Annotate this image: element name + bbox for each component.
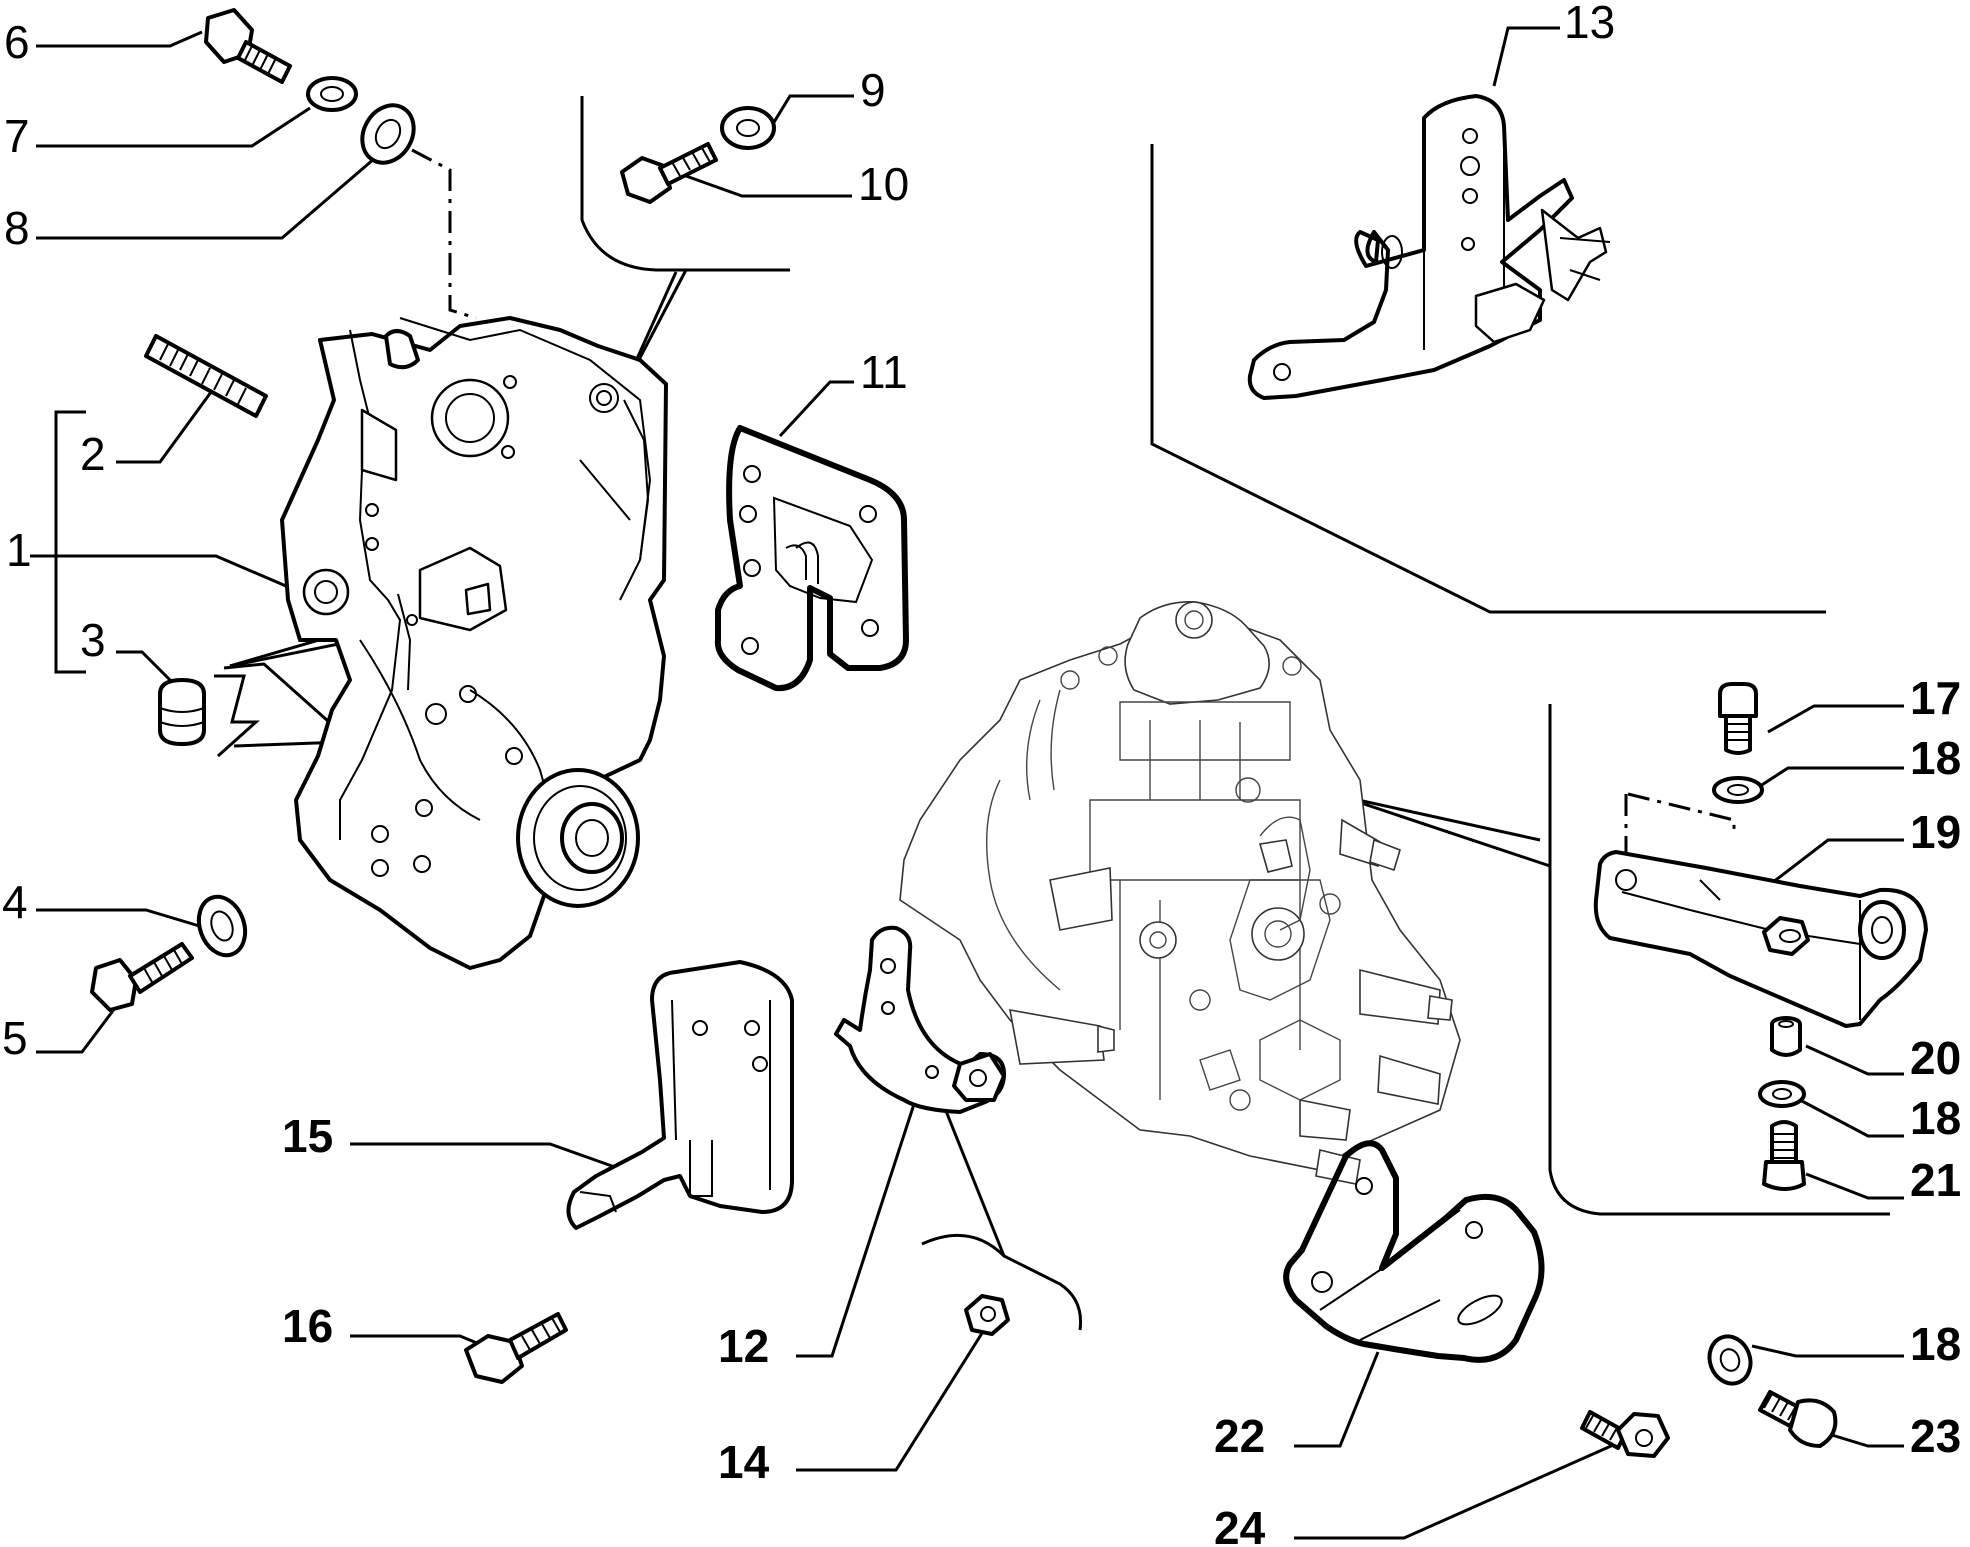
leader-14 <box>796 1329 986 1472</box>
leader-pin-d <box>214 674 260 758</box>
leader-6 <box>36 30 203 48</box>
leader-16 <box>350 1334 485 1348</box>
callout-20: 20 <box>1910 1032 1961 1084</box>
part-18-washer-upper <box>1712 776 1764 804</box>
leader-18-middle <box>1799 1098 1904 1138</box>
part-4-washer <box>196 894 248 958</box>
part-15-support-bracket <box>566 960 794 1230</box>
callout-9: 9 <box>860 64 886 116</box>
leader-lines <box>30 26 1904 1540</box>
callout-6: 6 <box>4 16 30 68</box>
injection-pump <box>899 601 1461 1185</box>
callout-2: 2 <box>80 428 106 480</box>
part-18-washer-middle <box>1758 1080 1806 1108</box>
callout-18-upper: 18 <box>1910 732 1961 784</box>
part-7-lock-washer <box>306 76 358 112</box>
part-10-bolt <box>620 142 718 204</box>
dash-8-to-cover <box>411 148 477 320</box>
callout-15: 15 <box>282 1110 333 1162</box>
callout-7: 7 <box>4 110 30 162</box>
leader-5 <box>36 1003 120 1054</box>
callout-12: 12 <box>718 1320 769 1372</box>
callout-17: 17 <box>1910 672 1961 724</box>
leader-11 <box>778 380 854 438</box>
callout-1: 1 <box>6 524 32 576</box>
leader-3 <box>116 650 178 688</box>
part-16-bolt <box>464 1312 568 1384</box>
part-12-bracket <box>834 925 1006 1114</box>
part-24-bolt <box>1580 1410 1670 1458</box>
callout-13: 13 <box>1564 0 1615 48</box>
part-19-bracket <box>1593 850 1928 1028</box>
callout-18-middle: 18 <box>1910 1092 1961 1144</box>
part-8-washer <box>360 103 416 165</box>
callout-8: 8 <box>4 202 30 254</box>
part-5-bolt <box>90 942 194 1012</box>
leader-17 <box>1767 704 1904 734</box>
leader-9 <box>766 94 854 133</box>
leader-18-upper <box>1753 766 1904 792</box>
leader-24 <box>1294 1440 1621 1540</box>
leader-13 <box>1492 26 1560 87</box>
part-18-washer-lower <box>1707 1334 1753 1386</box>
leader-1 <box>30 554 287 588</box>
dash-17-to-19 <box>1627 792 1736 836</box>
part-9-washer <box>720 106 776 150</box>
bracket-1 <box>54 410 86 674</box>
guide-frame-right <box>1548 704 1890 1216</box>
callout-19: 19 <box>1910 806 1961 858</box>
leader-22 <box>1294 1351 1380 1448</box>
part-6-bolt <box>204 8 292 84</box>
leader-14-arc <box>921 1233 1083 1331</box>
part-17-bolt <box>1718 682 1758 755</box>
part-20-spacer <box>1770 1016 1802 1057</box>
leader-21 <box>1805 1172 1904 1200</box>
part-23-bolt <box>1758 1390 1838 1448</box>
part-13-bracket <box>1247 94 1611 400</box>
leader-10 <box>685 174 852 198</box>
callout-10: 10 <box>858 158 909 210</box>
callout-14: 14 <box>718 1436 770 1488</box>
leader-19 <box>1767 838 1904 888</box>
leader-pump-b <box>1339 794 1551 868</box>
guide-frame-13 <box>1150 144 1826 614</box>
callout-22: 22 <box>1214 1410 1265 1462</box>
callout-3: 3 <box>80 614 106 666</box>
callout-5: 5 <box>2 1012 28 1064</box>
leader-12 <box>796 1097 918 1358</box>
part-2-stud <box>144 334 268 418</box>
part-21-bolt <box>1762 1120 1806 1191</box>
callout-16: 16 <box>282 1300 333 1352</box>
leader-18-lower <box>1751 1344 1904 1358</box>
callout-24: 24 <box>1214 1502 1266 1547</box>
leader-pin-c <box>223 662 339 732</box>
part-1-timing-cover <box>280 316 668 970</box>
leader-pump-a <box>1339 794 1541 842</box>
callout-21: 21 <box>1910 1154 1961 1206</box>
callout-4: 4 <box>2 876 28 928</box>
part-22-mounting-plate <box>1283 1140 1545 1363</box>
leader-4 <box>36 908 207 930</box>
callout-11: 11 <box>860 346 908 398</box>
guide-top-center <box>580 96 790 272</box>
part-14-nut <box>964 1294 1010 1336</box>
leader-2 <box>116 387 216 464</box>
part-3-plug <box>158 678 206 746</box>
leader-7 <box>36 106 311 148</box>
leader-8 <box>36 150 383 240</box>
callout-18-lower: 18 <box>1910 1318 1961 1370</box>
leader-15 <box>350 1142 641 1178</box>
callout-23: 23 <box>1910 1410 1961 1462</box>
leader-23 <box>1821 1430 1904 1448</box>
part-11-gasket <box>714 425 909 692</box>
leader-20 <box>1805 1044 1904 1076</box>
